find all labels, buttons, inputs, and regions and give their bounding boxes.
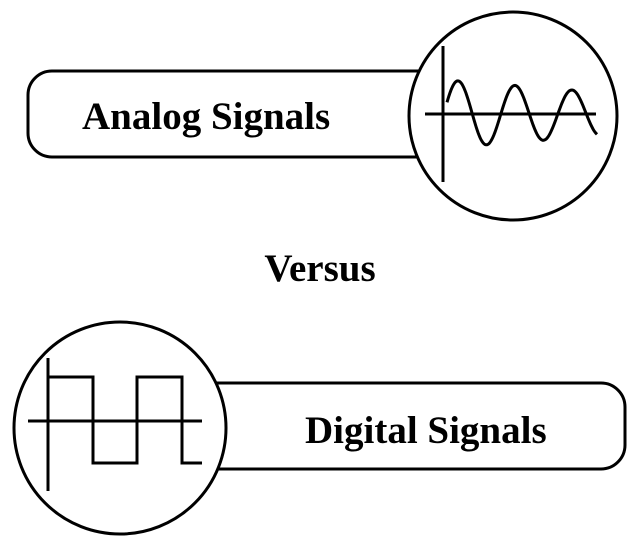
- digital-waveform-circle: [12, 320, 228, 536]
- analog-label: Analog Signals: [82, 95, 330, 138]
- analog-signal-group: Analog Signals: [26, 10, 619, 222]
- digital-label: Digital Signals: [305, 409, 547, 452]
- digital-square-wave: [48, 375, 202, 465]
- analog-sine-wave: [445, 79, 599, 147]
- analog-waveform-circle: [407, 10, 619, 222]
- digital-waveform-icon: [28, 358, 202, 491]
- analog-waveform-icon: [425, 46, 599, 182]
- versus-label: Versus: [264, 247, 375, 290]
- digital-signal-group: Digital Signals: [12, 320, 627, 536]
